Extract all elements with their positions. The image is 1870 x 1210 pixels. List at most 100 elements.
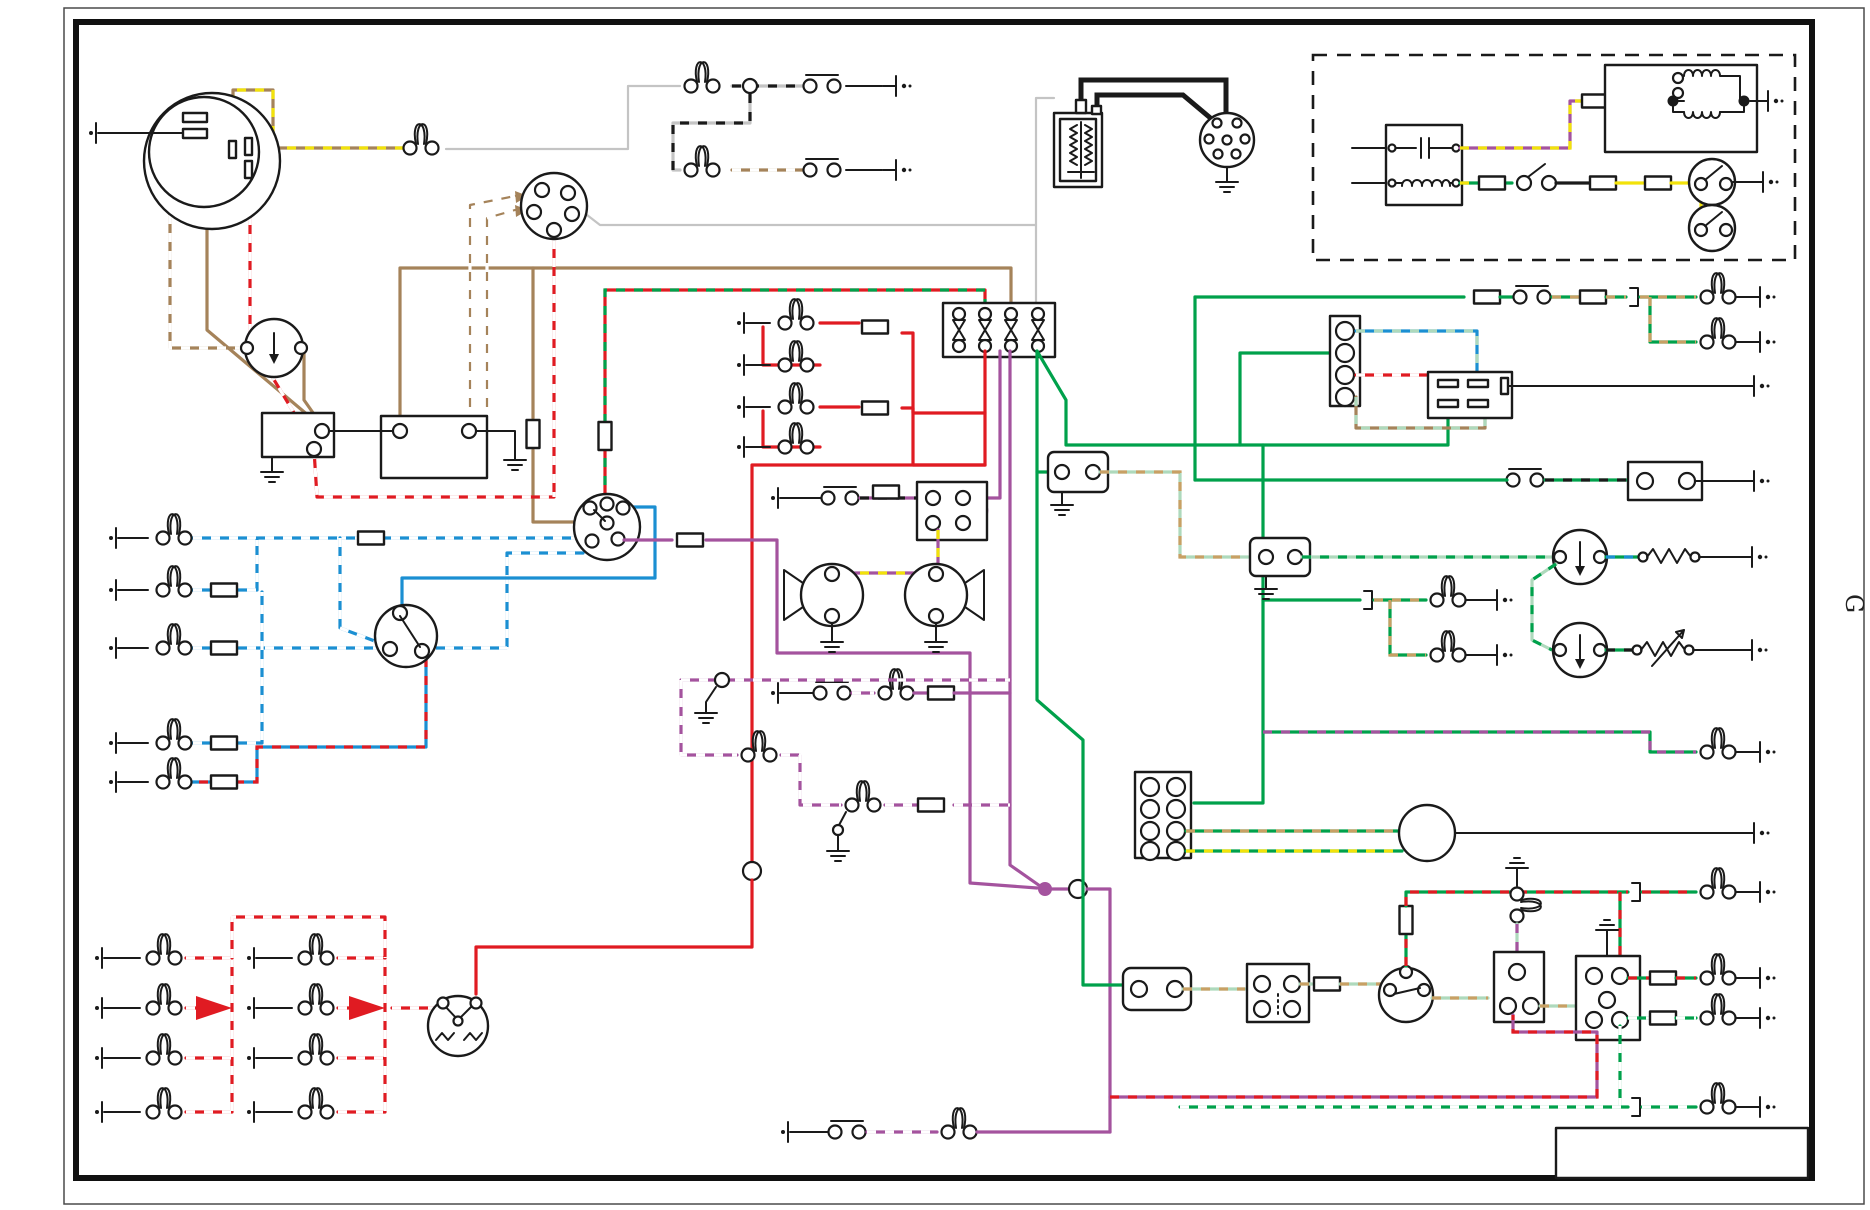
wire-blue-red-low-tracer — [193, 658, 428, 784]
door-switch-1 — [802, 73, 842, 94]
side-tail-lamp-circuit — [474, 298, 987, 996]
connector-block-8way — [1133, 770, 1193, 862]
charging-circuit — [88, 84, 1056, 524]
horn-circuit — [622, 349, 1112, 1134]
horn-1 — [783, 562, 865, 653]
ignition-switch-circle — [1377, 964, 1435, 1024]
page-frame: G — [63, 7, 1868, 1205]
beam-lamp — [1699, 993, 1737, 1026]
wire-green-drop — [1192, 443, 1265, 805]
wire-red-white-col2-tracer — [338, 956, 387, 1114]
flasher-lamp-rf — [1699, 272, 1737, 305]
ground — [1754, 90, 1785, 112]
indicator-lamp — [297, 1087, 335, 1120]
wire-maroon-tracer — [1110, 1015, 1599, 1099]
ignition-accessory-cluster — [1108, 857, 1777, 1118]
headlamp-main-l — [155, 565, 193, 598]
lighting-switch — [572, 492, 642, 562]
wire-green-main — [1035, 349, 1125, 987]
wire-brown-lswitch — [531, 448, 585, 524]
wire-blue-white-r3-tracer — [193, 551, 583, 650]
horn-2 — [903, 562, 985, 653]
page-marker: G — [1840, 594, 1868, 613]
indicator-lamp — [145, 1033, 183, 1066]
wire-green-purple-tracer — [1263, 730, 1696, 754]
oil-lamp — [1699, 953, 1737, 986]
brake-switch — [1505, 467, 1545, 488]
tachometer — [1397, 803, 1457, 863]
wire-red-white-col1-tracer — [186, 956, 234, 1114]
wire-pale-green-tracer — [1100, 470, 1256, 559]
wire-brown-arrow-b — [485, 208, 517, 418]
rear-lamp — [1699, 1082, 1737, 1115]
ignition-warning-lamp — [239, 317, 309, 379]
wire-red-green-b — [603, 288, 987, 425]
wire-red-white — [248, 178, 316, 448]
glovebox-lamp — [844, 780, 882, 813]
junction-dot — [1038, 882, 1052, 896]
ground-starter — [1215, 173, 1239, 193]
wire-purple-yellow-horn-tracer — [842, 530, 940, 575]
wire-purple-drop — [1085, 887, 1112, 1134]
horn-push — [820, 485, 860, 506]
connector-block-4way — [1328, 314, 1362, 408]
tail-lamp-l — [777, 422, 815, 455]
headlamp-dip-l — [155, 718, 193, 751]
fog-lamp — [155, 757, 193, 790]
control-box-5pin — [1574, 954, 1642, 1042]
suppressor-unit — [1384, 123, 1464, 207]
indicator-lamp — [145, 933, 183, 966]
headlamp-main-r — [155, 513, 193, 546]
ground — [826, 842, 850, 862]
wire-purple-yellow-a-tracer — [1460, 99, 1582, 150]
ignition-lamp — [1699, 867, 1737, 900]
courtesy-lamp-1 — [683, 61, 721, 94]
ground — [1595, 919, 1619, 939]
stop-lamp-unit — [1626, 460, 1704, 502]
wire-green-red-b-tracer — [1404, 890, 1628, 906]
switch-box-3pin — [1492, 950, 1546, 1024]
wire-blue-white-dip-tracer — [338, 538, 389, 648]
wire — [1372, 598, 1428, 657]
panel-lamp-circuit — [679, 668, 1112, 1143]
panel-lamp-1 — [877, 668, 915, 701]
fuel-gauge — [1551, 528, 1609, 586]
optional-equipment-box — [1311, 53, 1797, 262]
junction — [196, 996, 232, 1020]
wire-green-purple — [1261, 730, 1698, 754]
ground — [882, 75, 913, 97]
ground — [694, 704, 718, 724]
courtesy-lamp-2 — [683, 145, 721, 178]
generator-dynamo — [88, 91, 282, 231]
wire-red-white-col1 — [184, 956, 234, 1114]
wire-white-b — [576, 96, 1056, 227]
reverse-lamp-1 — [1429, 575, 1467, 608]
ignition-connector-5pin — [519, 171, 589, 241]
warning-lamp — [1699, 727, 1737, 760]
wire-purple-yellow-a — [1458, 99, 1584, 150]
wire-tracer — [1374, 598, 1426, 657]
wire-white-black-b — [671, 92, 752, 172]
junction — [349, 996, 385, 1020]
wire-tracer — [1640, 295, 1696, 344]
connector-bracket — [1631, 882, 1641, 902]
wire-brown-main — [398, 266, 1013, 432]
wire-purple-feed — [704, 538, 1039, 890]
headlamp-dip-r — [155, 623, 193, 656]
map-lamp — [740, 730, 778, 763]
fuse-box — [941, 301, 1057, 359]
reverse-lamp-2 — [1429, 630, 1467, 663]
title-block — [1554, 1126, 1810, 1180]
wire-brown-yellow-tracer — [231, 88, 404, 150]
wire-purple-white-2-tracer — [679, 678, 1010, 807]
wire-white-black-b-tracer — [671, 94, 752, 172]
wire-blue-green-tracer — [1356, 329, 1479, 378]
relay-box — [1046, 450, 1110, 516]
switch-circle-1 — [1687, 157, 1737, 207]
side-lamp-lf — [777, 340, 815, 373]
switch — [1512, 284, 1552, 305]
switch-circle-2 — [1687, 203, 1737, 253]
regulator-control-box — [260, 411, 527, 483]
dipper-switch — [373, 603, 439, 669]
